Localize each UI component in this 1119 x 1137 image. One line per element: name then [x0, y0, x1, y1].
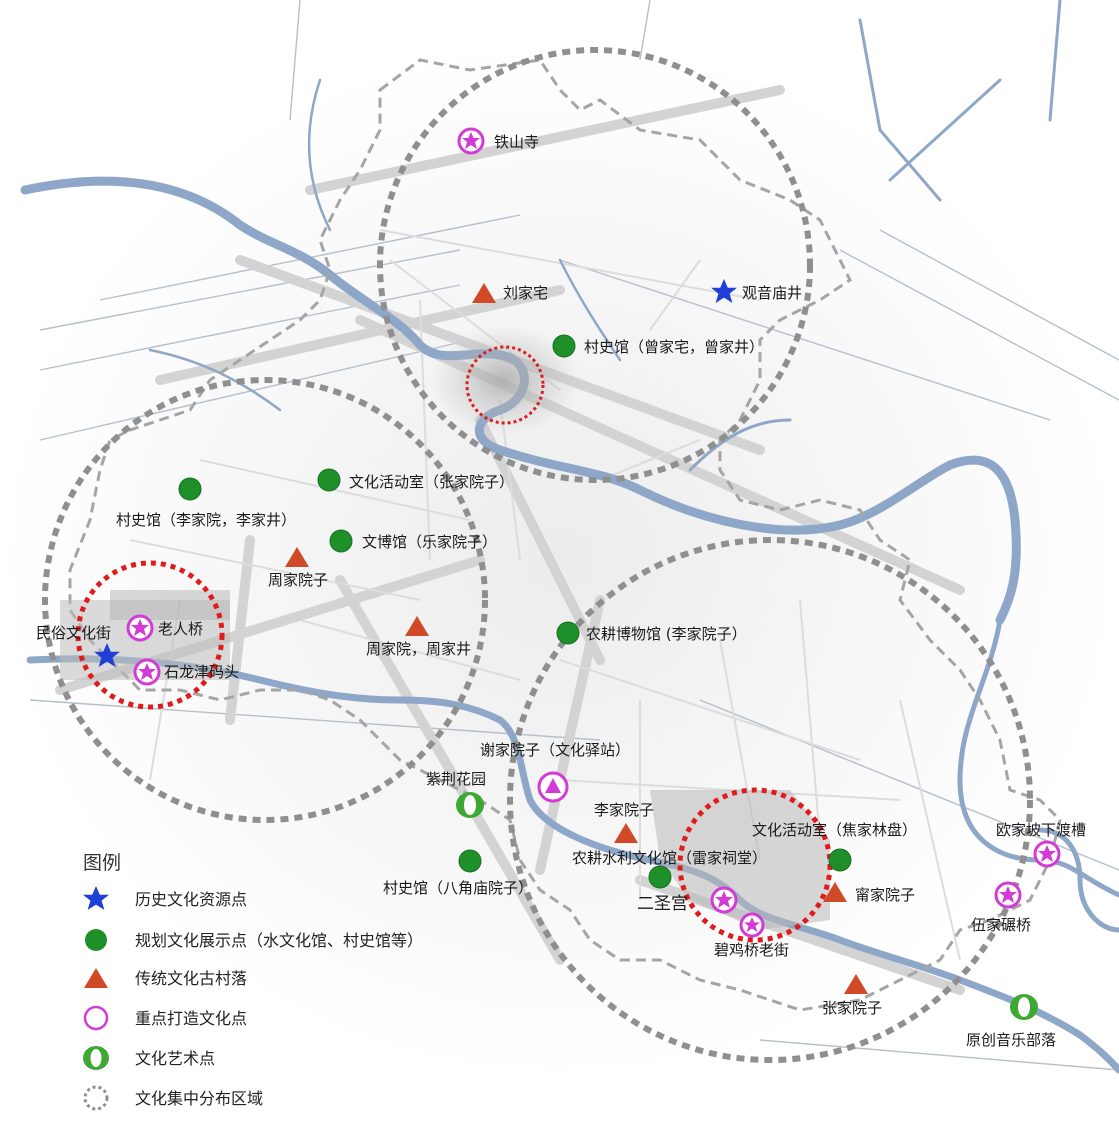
green-circle-icon — [85, 929, 107, 951]
culture-zones — [42, 47, 1033, 1063]
label-zijinghuayuan: 紫荆花园 — [426, 770, 486, 788]
label-tieshansi: 铁山寺 — [494, 133, 539, 151]
green-circle-icon[interactable] — [828, 848, 852, 872]
east-river-loop — [1037, 827, 1119, 933]
label-shilongjinmatou: 石龙津码头 — [164, 663, 239, 681]
label-laorenqiao: 老人桥 — [158, 620, 203, 638]
label-ershenggong: 二圣宫 — [637, 894, 688, 914]
red-triangle-icon[interactable] — [405, 616, 429, 636]
magenta-ring-icon[interactable] — [994, 881, 1022, 909]
zone-west — [42, 377, 488, 823]
red-triangle-icon — [84, 968, 108, 988]
planned-display-points — [178, 334, 852, 889]
magenta-ring-icon[interactable] — [133, 658, 161, 686]
grey-dashed-circle-icon — [83, 1085, 109, 1111]
key-culture-points — [126, 127, 1061, 938]
key-zone-center — [465, 345, 545, 425]
label-cunshiguan-bajiao: 村史馆（八角庙院子） — [383, 879, 533, 897]
historic-resource-points — [94, 279, 737, 667]
red-triangle-icon[interactable] — [823, 882, 847, 902]
green-white-ring-icon[interactable] — [1010, 994, 1038, 1020]
label-wenboguan: 文博馆（乐家院子） — [362, 533, 497, 551]
green-circle-icon[interactable] — [648, 865, 672, 889]
traditional-villages — [285, 283, 868, 994]
magenta-ring-icon[interactable] — [126, 614, 154, 642]
green-circle-icon[interactable] — [178, 477, 202, 501]
green-circle-icon[interactable] — [329, 529, 353, 553]
red-triangle-icon[interactable] — [844, 974, 868, 994]
label-yuanchuang: 原创音乐部落 — [966, 1031, 1056, 1049]
label-zhoujiayuan-jing: 周家院，周家井 — [366, 640, 471, 658]
label-lijiayuanzi: 李家院子 — [594, 801, 654, 819]
legend-label-key: 重点打造文化点 — [135, 1009, 247, 1028]
label-xiejiayuanzi: 谢家院子（文化驿站） — [480, 741, 630, 759]
red-triangle-icon[interactable] — [285, 547, 309, 567]
green-white-ring-icon — [83, 1046, 109, 1070]
blue-star-icon[interactable] — [94, 643, 120, 667]
legend-label-zone: 文化集中分布区域 — [135, 1089, 263, 1108]
zone-north — [377, 47, 813, 483]
green-circle-icon[interactable] — [556, 621, 580, 645]
magenta-ring-icon[interactable] — [739, 912, 765, 938]
legend-title: 图例 — [83, 852, 121, 874]
label-liujiazhai: 刘家宅 — [503, 284, 548, 302]
red-triangle-icon[interactable] — [614, 823, 638, 843]
urban-area-tint — [0, 40, 1119, 1080]
magenta-ring-icon — [83, 1005, 109, 1031]
green-circle-icon[interactable] — [317, 468, 341, 492]
label-cunshiguan-li: 村史馆（李家院，李家井） — [116, 511, 296, 529]
thoroughfares — [29, 0, 1119, 1071]
label-nonggeng-museum: 农耕博物馆 (李家院子） — [586, 625, 747, 643]
southern-river — [26, 655, 1119, 1074]
place-labels: 铁山寺 刘家宅 观音庙井 村史馆（曾家宅，曾家井） 文化活动室（张家院子） 村史… — [36, 133, 1086, 1049]
rivers — [20, 0, 1119, 1074]
blue-star-icon — [83, 886, 109, 910]
art-points — [456, 792, 1038, 1020]
label-wenhuahuodongshi-jiao: 文化活动室（焦家林盘） — [752, 821, 917, 839]
label-ouzjiapo: 欧家坡下渡槽 — [996, 821, 1086, 839]
green-white-ring-icon[interactable] — [456, 792, 484, 818]
red-triangle-icon[interactable] — [472, 283, 496, 303]
magenta-ring-icon[interactable] — [710, 886, 738, 914]
main-river — [20, 176, 1021, 625]
label-bijiqiao: 碧鸡桥老街 — [714, 941, 789, 959]
legend-label-art: 文化艺术点 — [135, 1049, 215, 1068]
eastern-channel — [957, 617, 1119, 898]
legend: 图例 历史文化资源点 规划文化展示点（水文化馆、村史馆等） 传统文化古村落 重点… — [83, 852, 423, 1111]
legend-label-planned: 规划文化展示点（水文化馆、村史馆等） — [135, 931, 423, 950]
label-leijiayuanzi: 甯家院子 — [855, 886, 915, 904]
label-zhoujiayuanzi: 周家院子 — [268, 571, 328, 589]
label-zhangjiayuanzi: 张家院子 — [822, 999, 882, 1017]
key-zone-west — [75, 560, 225, 710]
label-wenhuahuodongshi-zhang: 文化活动室（张家院子） — [349, 473, 514, 491]
label-wujianianqiao: 伍家碾桥 — [971, 916, 1031, 934]
magenta-ring-icon[interactable] — [457, 127, 485, 155]
label-cunshiguan-zeng: 村史馆（曾家宅，曾家井） — [584, 338, 764, 356]
label-minsuwenhuajie: 民俗文化街 — [36, 624, 111, 642]
blue-star-icon[interactable] — [711, 279, 737, 303]
green-circle-icon[interactable] — [458, 849, 482, 873]
green-circle-icon[interactable] — [552, 334, 576, 358]
zone-southeast — [507, 537, 1033, 1063]
district-boundary — [68, 58, 1062, 1012]
label-guanyinmiaojing: 观音庙井 — [742, 284, 802, 302]
magenta-ring-icon[interactable] — [537, 771, 569, 803]
legend-label-historic: 历史文化资源点 — [135, 890, 247, 909]
magenta-ring-icon[interactable] — [1033, 840, 1061, 868]
label-nonggeng-shuili: 农耕水利文化馆（雷家祠堂） — [572, 849, 767, 867]
legend-label-village: 传统文化古村落 — [135, 969, 247, 988]
